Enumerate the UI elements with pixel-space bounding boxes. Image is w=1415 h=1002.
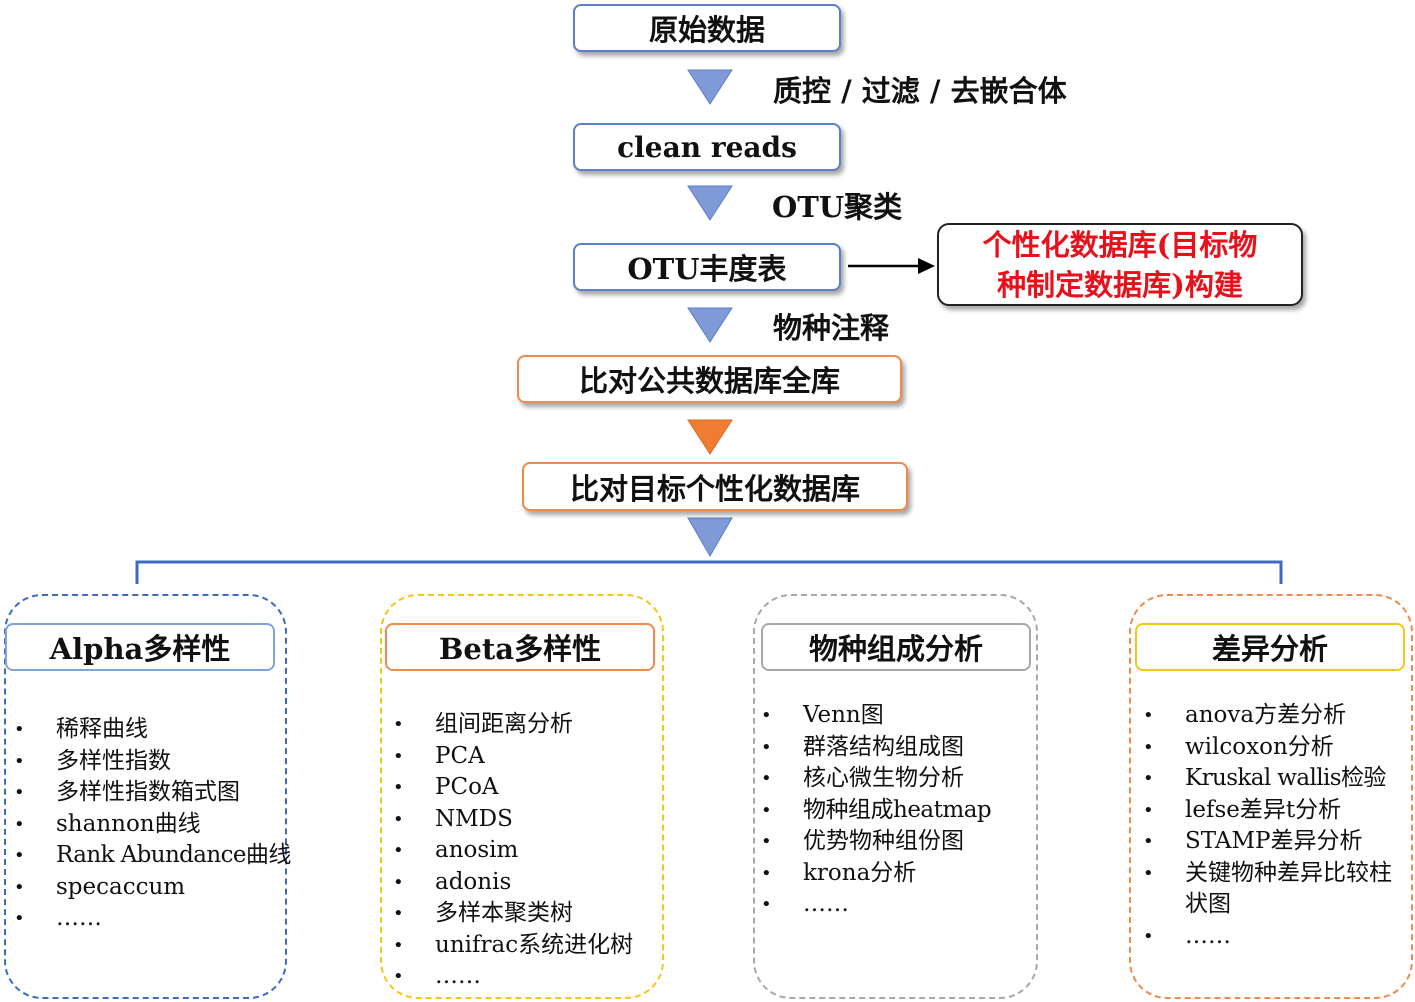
list-item: krona分析 [761,858,1036,890]
beta-header: Beta多样性 [385,623,655,671]
raw-data-label: 原始数据 [648,13,765,47]
down-arrow-3 [687,307,733,343]
list-item: 群落结构组成图 [761,732,1036,764]
composition-title: 物种组成分析 [808,632,983,666]
otu-table-label: OTU丰度表 [627,252,787,286]
alpha-header: Alpha多样性 [5,623,275,671]
qc-step-label: 质控 / 过滤 / 去嵌合体 [773,74,1067,108]
list-item: anova方差分析 [1143,700,1401,732]
list-item: PCA [393,741,661,773]
list-item: lefse差异t分析 [1143,795,1401,827]
down-arrow-1 [687,69,733,105]
list-item: 多样性指数 [14,746,286,778]
list-item: 关键物种差异比较柱状图 [1143,858,1395,921]
list-item: …… [1143,921,1401,953]
list-item: 优势物种组份图 [761,826,1036,858]
down-arrow-4 [687,517,733,557]
otu-cluster-label: OTU聚类 [772,190,903,224]
list-item: Venn图 [761,700,1036,732]
differential-group [1129,594,1413,999]
list-item: Rank Abundance曲线 [14,840,291,872]
list-item: …… [14,903,286,935]
list-item: 核心微生物分析 [761,763,1036,795]
composition-header: 物种组成分析 [761,623,1031,671]
differential-title: 差异分析 [1211,632,1328,666]
public-db-label: 比对公共数据库全库 [578,364,840,398]
list-item: unifrac系统进化树 [393,930,661,962]
list-item: NMDS [393,804,661,836]
down-arrow-orange [687,419,733,455]
alpha-group [4,594,287,999]
list-item: 稀释曲线 [14,714,286,746]
list-item: 多样性指数箱式图 [14,777,286,809]
clean-reads-box: clean reads [573,123,841,171]
list-item: shannon曲线 [14,809,286,841]
annotation-step-label: 物种注释 [773,311,890,345]
list-item: adonis [393,867,661,899]
alpha-title: Alpha多样性 [49,632,231,666]
raw-data-box: 原始数据 [573,4,841,52]
target-db-box: 比对目标个性化数据库 [522,462,908,511]
composition-list: Venn图 群落结构组成图 核心微生物分析 物种组成heatmap 优势物种组份… [761,700,1036,921]
right-arrow-head [918,258,935,274]
differential-header: 差异分析 [1135,623,1405,671]
list-item: PCoA [393,772,661,804]
list-item: anosim [393,835,661,867]
beta-group [380,594,664,999]
otu-table-box: OTU丰度表 [573,243,841,291]
list-item: Kruskal wallis检验 [1143,763,1401,795]
list-item: 物种组成heatmap [761,795,1036,827]
composition-group [753,594,1038,999]
list-item: 多样本聚类树 [393,898,661,930]
branch-line [135,560,1283,584]
list-item: STAMP差异分析 [1143,826,1401,858]
differential-list: anova方差分析 wilcoxon分析 Kruskal wallis检验 le… [1143,700,1401,952]
alpha-list: 稀释曲线 多样性指数 多样性指数箱式图 shannon曲线 Rank Abund… [14,714,291,935]
down-arrow-2 [687,185,733,221]
list-item: 组间距离分析 [393,709,661,741]
list-item: wilcoxon分析 [1143,732,1401,764]
list-item: specaccum [14,872,286,904]
list-item: …… [761,889,1036,921]
custom-db-line1: 个性化数据库(目标物 [982,227,1258,262]
target-db-label: 比对目标个性化数据库 [569,471,860,506]
custom-db-box: 个性化数据库(目标物 种制定数据库)构建 [937,223,1303,306]
custom-db-line2: 种制定数据库)构建 [997,267,1243,302]
clean-reads-label: clean reads [617,130,797,164]
beta-list: 组间距离分析 PCA PCoA NMDS anosim adonis 多样本聚类… [393,709,661,993]
list-item: …… [393,961,661,993]
public-db-box: 比对公共数据库全库 [517,355,902,403]
beta-title: Beta多样性 [438,632,602,666]
